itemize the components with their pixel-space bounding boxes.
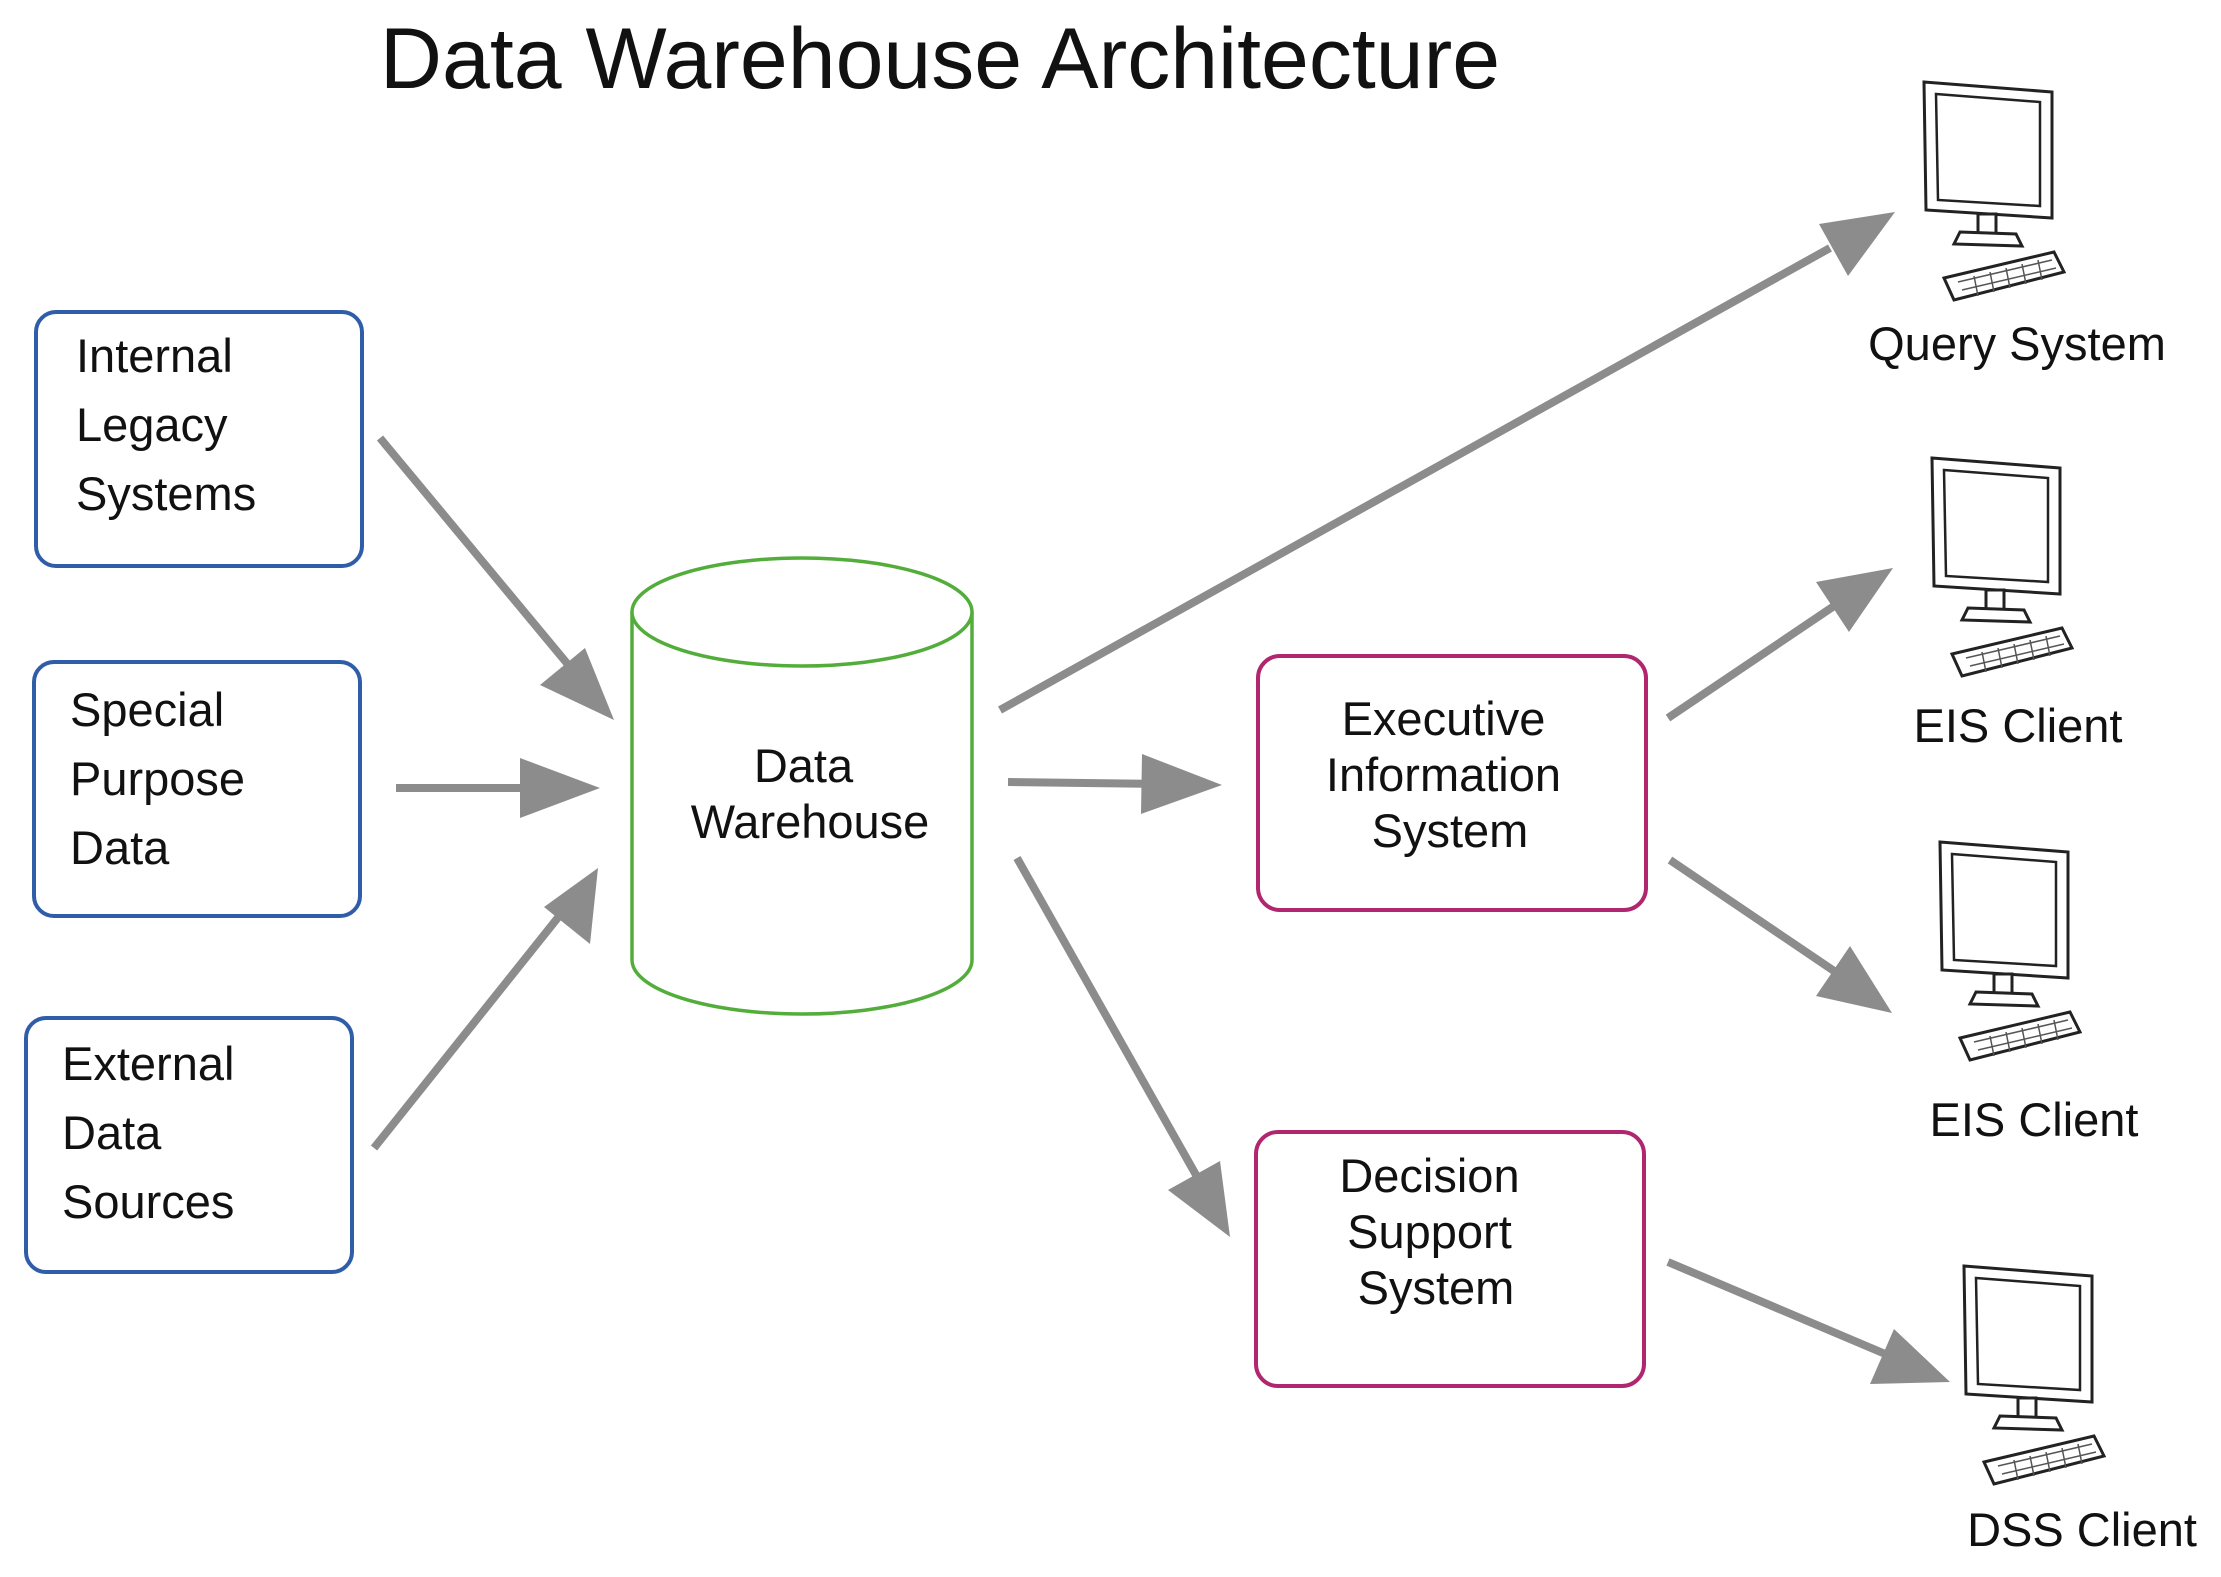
- svg-text:Decision Support S: Decision Support System: [1339, 1149, 1532, 1314]
- arrow-dss-to-client: [1666, 1258, 1950, 1384]
- arrow-warehouse-to-dss: [1013, 856, 1230, 1237]
- client-label: Query System: [1868, 317, 2166, 370]
- arrow-special-to-warehouse: [396, 758, 600, 818]
- arrow-warehouse-to-eis: [1007, 754, 1222, 814]
- client-eis-1: EIS Client: [1914, 456, 2123, 752]
- source-label-line: Data: [62, 1106, 162, 1159]
- client-query-system: Query System: [1868, 80, 2166, 370]
- computer-icon: [1930, 456, 2074, 678]
- source-label-line: Sources: [62, 1175, 234, 1228]
- arrows: [370, 212, 1950, 1384]
- svg-text:Executive Information: Executive Information System: [1326, 692, 1574, 857]
- system-box: [1256, 654, 1648, 912]
- client-eis-2: EIS Client: [1930, 840, 2139, 1146]
- client-label: EIS Client: [1914, 699, 2123, 752]
- client-label: EIS Client: [1930, 1093, 2139, 1146]
- source-box: [24, 1016, 354, 1274]
- system-label-line: System: [1372, 804, 1529, 857]
- source-label-line: Systems: [76, 467, 256, 520]
- diagram-title: Data Warehouse Architecture: [380, 11, 1500, 107]
- system-executive-information: Executive Information System: [1256, 654, 1648, 912]
- client-label: DSS Client: [1967, 1503, 2197, 1556]
- system-decision-support: Decision Support System: [1254, 1130, 1646, 1388]
- svg-text:External Data Sour: External Data Sources: [62, 1037, 247, 1228]
- arrow-warehouse-to-query: [998, 212, 1895, 714]
- system-label-line: Support: [1347, 1205, 1512, 1258]
- warehouse-label-line: Warehouse: [691, 795, 930, 848]
- warehouse-label-line: Data: [754, 739, 854, 792]
- source-label-line: Data: [70, 821, 170, 874]
- arrow-eis-to-client-1: [1665, 568, 1893, 722]
- arrow-eis-to-client-2: [1667, 856, 1892, 1013]
- data-warehouse-cylinder: Data Warehouse: [630, 556, 974, 1016]
- source-external-data-sources: External Data Sources: [24, 1016, 354, 1274]
- client-dss: DSS Client: [1962, 1264, 2197, 1556]
- source-box: [34, 310, 364, 568]
- system-box: [1254, 1130, 1646, 1388]
- system-label-line: Information: [1326, 748, 1561, 801]
- svg-text:Internal Legacy Sy: Internal Legacy Systems: [76, 329, 256, 520]
- computer-icon: [1938, 840, 2082, 1062]
- system-label-line: System: [1358, 1261, 1515, 1314]
- source-label-line: Internal: [76, 329, 233, 382]
- system-label-line: Decision: [1339, 1149, 1519, 1202]
- source-label-line: Special: [70, 683, 224, 736]
- cylinder-body: [630, 612, 974, 1016]
- arrow-external-to-warehouse: [370, 868, 598, 1151]
- source-special-purpose-data: Special Purpose Data: [32, 660, 362, 918]
- source-box: [32, 660, 362, 918]
- svg-text:Special Purpose Da: Special Purpose Data: [70, 683, 258, 874]
- cylinder-top: [630, 556, 974, 668]
- source-label-line: External: [62, 1037, 234, 1090]
- source-label-line: Purpose: [70, 752, 245, 805]
- computer-icon: [1962, 1264, 2106, 1486]
- source-label-line: Legacy: [76, 398, 228, 451]
- source-internal-legacy-systems: Internal Legacy Systems: [34, 310, 364, 568]
- arrow-internal-to-warehouse: [376, 435, 614, 720]
- computer-icon: [1922, 80, 2066, 302]
- system-label-line: Executive: [1342, 692, 1546, 745]
- svg-text:Data Warehouse: Data Warehouse: [691, 739, 930, 848]
